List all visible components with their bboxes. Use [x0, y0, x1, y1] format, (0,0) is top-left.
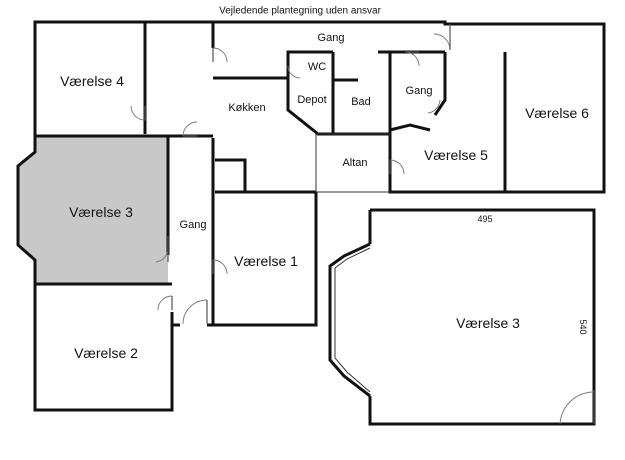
- dimension-width: 495: [477, 214, 492, 224]
- label-vaerelse4: Værelse 4: [60, 73, 124, 89]
- doors: [130, 24, 451, 325]
- label-vaerelse1: Værelse 1: [234, 253, 298, 269]
- label-wc: WC: [308, 61, 326, 73]
- label-gang-small: Gang: [406, 85, 433, 97]
- label-gang-top: Gang: [318, 32, 345, 44]
- label-vaerelse6: Værelse 6: [525, 105, 589, 121]
- room-vaerelse3-highlight[interactable]: [18, 137, 168, 284]
- label-bad: Bad: [351, 96, 371, 108]
- label-altan: Altan: [342, 157, 367, 169]
- label-vaerelse3-highlight: Værelse 3: [69, 204, 133, 220]
- label-depot: Depot: [297, 94, 326, 106]
- label-vaerelse5: Værelse 5: [424, 147, 488, 163]
- label-vaerelse2: Værelse 2: [74, 345, 138, 361]
- label-gang-left: Gang: [180, 219, 207, 231]
- dimension-height: 540: [578, 319, 588, 334]
- detail-vaerelse3: [328, 208, 596, 426]
- label-kokken: Køkken: [228, 102, 265, 114]
- plan-caption: Vejledende plantegning uden ansvar: [219, 6, 381, 17]
- label-vaerelse3-detail: Værelse 3: [456, 315, 520, 331]
